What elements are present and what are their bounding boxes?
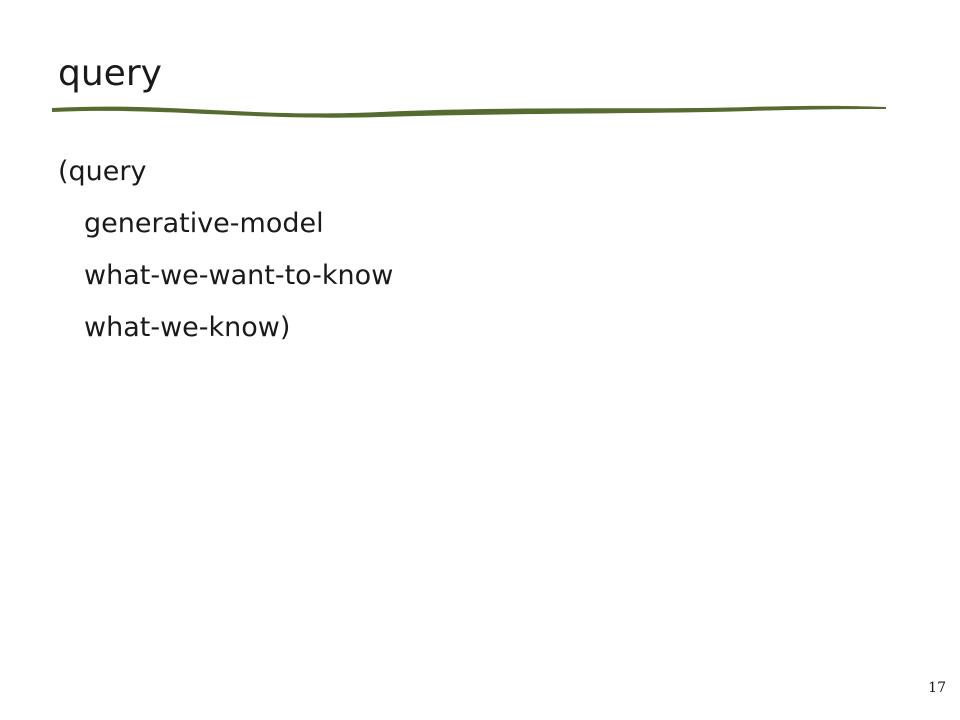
code-line-query-open: (query	[58, 156, 147, 187]
page-number: 17	[928, 680, 946, 696]
title-underline-rule	[52, 105, 886, 118]
code-line-what-we-know: what-we-know)	[84, 312, 291, 343]
title-underline-stroke	[52, 105, 886, 118]
code-line-generative-model: generative-model	[84, 208, 324, 239]
code-line-what-we-want-to-know: what-we-want-to-know	[84, 260, 394, 291]
slide-body: (query generative-model what-we-want-to-…	[58, 146, 918, 354]
slide-title: query	[58, 53, 162, 94]
